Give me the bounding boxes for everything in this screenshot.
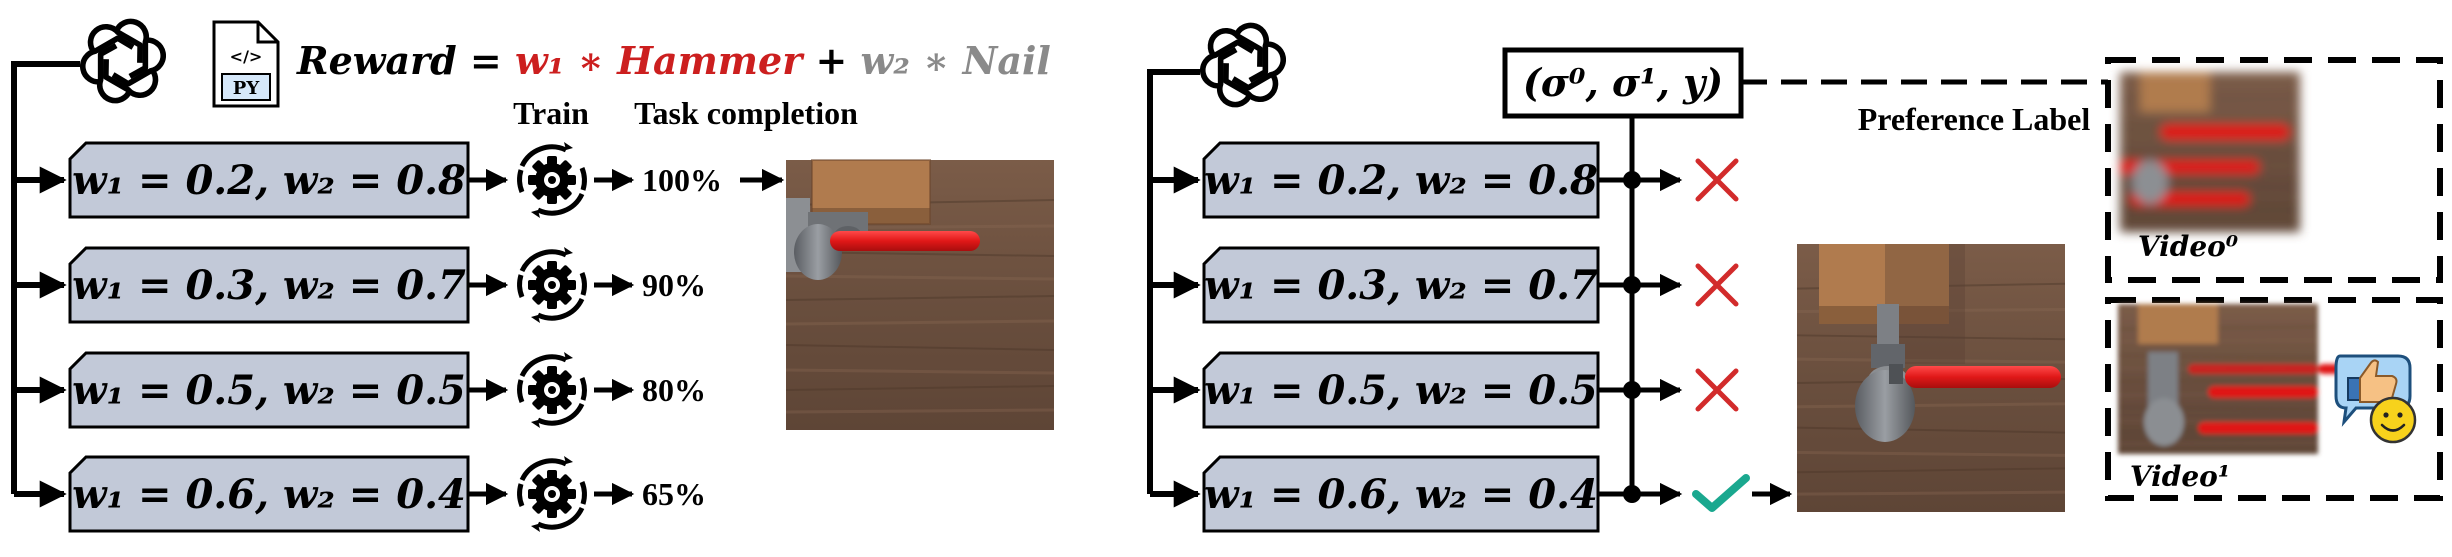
openai-logo-icon [77,21,169,101]
weight-box [1202,455,1600,533]
weight-label: w₁ = 0.3, w₂ = 0.7 [72,262,466,309]
weight-box [1202,141,1600,219]
weight-box [68,351,470,429]
completion-value: 90% [642,267,706,303]
left-row: w₁ = 0.2, w₂ = 0.8 100% [14,142,722,218]
check-icon [1692,474,1750,512]
gear-cycle-icon [520,247,585,323]
completion-value: 100% [642,162,722,198]
left-row: w₁ = 0.5, w₂ = 0.5 80% [14,352,706,428]
junction-dot [1623,485,1641,503]
weight-label: w₁ = 0.5, w₂ = 0.5 [1204,367,1598,414]
openai-logo-icon-right [1197,25,1289,105]
cross-icon [1695,263,1739,307]
weight-box [1202,351,1600,429]
right-row: w₁ = 0.6, w₂ = 0.4 [1150,455,1750,533]
weight-label: w₁ = 0.6, w₂ = 0.4 [72,471,466,518]
right-trunk-line [1147,69,1200,494]
completion-value: 65% [642,476,706,512]
result-scene-image [1797,244,2065,512]
reward-formula: Reward = w₁ ∗ Hammer + w₂ ∗ Nail [296,38,1051,83]
right-row: w₁ = 0.3, w₂ = 0.7 [1150,246,1739,324]
weight-box [1202,246,1600,324]
weight-box [68,141,470,219]
formula-reward: Reward [296,38,457,83]
weight-label: w₁ = 0.5, w₂ = 0.5 [72,367,466,414]
python-file-icon: </> PY [212,20,280,108]
junction-dot [1623,276,1641,294]
right-panel: (σ⁰, σ¹, y) Preference Label w₁ = 0.2, w… [1147,25,2443,533]
video0-label: Video⁰ [2138,230,2238,263]
formula-equals: = [457,38,515,83]
weight-label: w₁ = 0.2, w₂ = 0.8 [72,157,466,204]
video0-frame [2105,57,2443,283]
left-trunk-line [11,61,80,494]
formula-plus: + [802,38,860,83]
hammer-scene-image [786,159,1054,430]
weight-label: w₁ = 0.3, w₂ = 0.7 [1204,262,1598,309]
completion-value: 80% [642,372,706,408]
left-rows: w₁ = 0.2, w₂ = 0.8 100% w₁ = 0.3, w₂ = 0.7… [14,142,722,532]
weight-label: w₁ = 0.2, w₂ = 0.8 [1204,157,1598,204]
left-row: w₁ = 0.3, w₂ = 0.7 90% [14,247,706,323]
formula-term1: w₁ ∗ Hammer [515,38,805,83]
junction-dot [1623,381,1641,399]
right-row: w₁ = 0.5, w₂ = 0.5 [1150,351,1739,429]
weight-box [68,246,470,324]
weight-box [68,455,470,533]
weight-label: w₁ = 0.6, w₂ = 0.4 [1204,471,1598,518]
train-header: Train [513,95,589,131]
smiley-icon [2369,396,2417,444]
video1-blurred-frames [2118,304,2360,454]
video1-label: Video¹ [2130,460,2230,493]
preference-label: Preference Label [1858,101,2091,137]
junction-dot [1623,171,1641,189]
task-completion-header: Task completion [634,95,858,131]
cross-icon [1695,368,1739,412]
python-file-glyph: </> [230,47,263,66]
tuple-label: (σ⁰, σ¹, y) [1523,60,1723,105]
left-panel: </> PY Reward = w₁ ∗ Hammer + w₂ ∗ Nail … [11,20,1054,532]
gear-cycle-icon [520,352,585,428]
tuple-box [1502,47,1744,119]
python-file-label: PY [233,78,261,99]
formula-term2: w₂ ∗ Nail [861,38,1051,83]
gear-cycle-icon [520,142,585,218]
gear-cycle-icon [520,456,585,532]
left-row: w₁ = 0.6, w₂ = 0.4 65% [14,456,706,532]
cross-icon [1695,158,1739,202]
right-row: w₁ = 0.2, w₂ = 0.8 [1150,141,1739,219]
right-rows: w₁ = 0.2, w₂ = 0.8 w₁ = 0.3, w₂ = 0.7 w₁ =… [1150,141,1750,533]
video0-blurred-frames [2120,72,2300,232]
